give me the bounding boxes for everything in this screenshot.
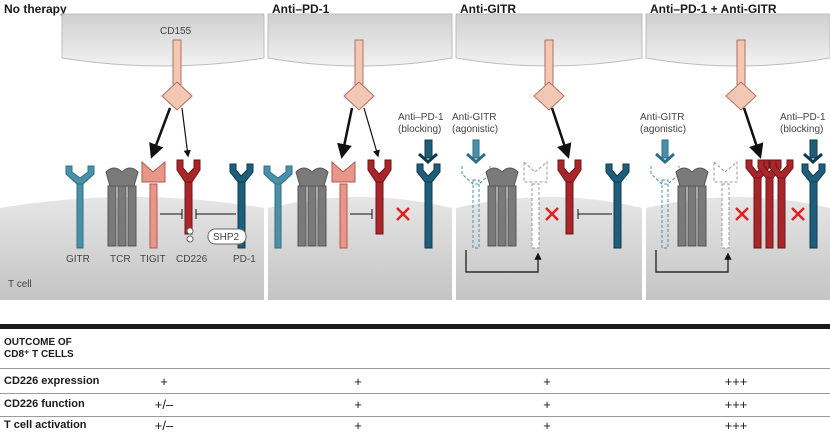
- tcell-membrane-panel-2: [268, 197, 452, 300]
- cell-no-therapy: +/–: [154, 418, 174, 433]
- anti-gitr-sublabel-panel-4: (agonistic): [640, 124, 686, 135]
- panel-title-combination: Anti–PD-1 + Anti-GITR: [650, 2, 777, 16]
- mechanism-diagram: CD155 SHP2 GITR TCR TIGIT CD226: [0, 13, 830, 300]
- inhibition-blocked-icon-panel-4a: [735, 207, 749, 221]
- tcr-complex-panel-2: [295, 167, 329, 247]
- anti-gitr-antibody-panel-3: [466, 139, 486, 165]
- inhibition-blocked-icon-panel-4b: [791, 207, 805, 221]
- tigit-receptor-panel-3: [523, 160, 548, 249]
- gitr-receptor-panel-1: [65, 165, 95, 249]
- cell-combination: +++: [724, 374, 748, 389]
- gitr-signal-arrow-panel-3: [465, 250, 542, 273]
- cd155-ligand-panel-3: [533, 39, 565, 111]
- row-label-cd226-expression: CD226 expression: [4, 375, 100, 387]
- shp2-phosphatase: SHP2: [186, 227, 247, 245]
- gitr-signal-arrow-panel-4: [655, 250, 732, 273]
- pd1-label: PD-1: [233, 254, 256, 265]
- tcell-membrane-panel-1: [0, 197, 264, 300]
- pd1-receptor-panel-1: [229, 163, 254, 249]
- anti-gitr-antibody-panel-4: [655, 139, 675, 165]
- table-divider: [0, 416, 830, 417]
- outcome-header: OUTCOME OF CD8⁺ T CELLS: [4, 337, 74, 361]
- cd226-receptor-panel-1: [176, 159, 201, 235]
- cell-anti-gitr: +: [543, 418, 551, 433]
- anti-pd1-antibody-panel-4: [803, 139, 823, 165]
- pd1-receptor-panel-2: [416, 163, 441, 249]
- tcell-label: T cell: [8, 279, 32, 290]
- table-divider: [0, 393, 830, 394]
- row-label-cd226-function: CD226 function: [4, 398, 85, 410]
- cell-anti-pd1: +: [354, 374, 362, 389]
- tigit-label: TIGIT: [140, 254, 166, 265]
- cell-anti-gitr: +: [543, 374, 551, 389]
- cell-anti-pd1: +: [354, 418, 362, 433]
- tcr-complex-panel-1: [105, 167, 139, 247]
- anti-pd1-antibody-panel-2: [418, 139, 438, 165]
- cell-no-therapy: +/–: [154, 397, 174, 412]
- tigit-receptor-panel-4: [713, 160, 738, 249]
- cell-no-therapy: +: [160, 374, 168, 389]
- svg-text:SHP2: SHP2: [213, 232, 240, 243]
- cd226-label: CD226: [176, 254, 208, 265]
- tigit-receptor-panel-1: [141, 160, 166, 249]
- tcell-membrane-panel-4: [646, 197, 830, 300]
- table-row: CD226 function +/– + + +++: [0, 395, 830, 415]
- panel-title-no-therapy: No therapy: [4, 2, 67, 16]
- cd155-label: CD155: [160, 26, 192, 37]
- inhibition-blocked-icon-panel-3: [545, 207, 559, 221]
- cd155-ligand-panel-1: [161, 39, 193, 111]
- inhibition-blocked-icon-panel-2: [396, 207, 410, 221]
- anti-gitr-label-panel-4: Anti-GITR: [640, 112, 684, 123]
- table-divider: [0, 368, 830, 369]
- cell-anti-gitr: +: [543, 397, 551, 412]
- tcr-label: TCR: [110, 254, 131, 265]
- tcr-complex-panel-4: [675, 167, 709, 247]
- cd226-receptor-panel-3: [557, 159, 582, 235]
- anti-gitr-sublabel-panel-3: (agonistic): [452, 124, 498, 135]
- cell-combination: +++: [724, 418, 748, 433]
- cell-anti-pd1: +: [354, 397, 362, 412]
- anti-pd1-sublabel-panel-4: (blocking): [780, 124, 823, 135]
- cd226-receptor-panel-2: [367, 159, 392, 235]
- outcome-header-line1: OUTCOME OF: [4, 337, 72, 348]
- apc-cell-panel-1: [61, 13, 265, 67]
- pd1-receptor-panel-3: [605, 163, 630, 249]
- outcome-header-line2: CD8⁺ T CELLS: [4, 349, 74, 360]
- cd155-to-cd226-arrow: [181, 107, 191, 158]
- row-label-tcell-activation: T cell activation: [4, 419, 87, 431]
- cd155-ligand-panel-4: [725, 39, 757, 111]
- anti-pd1-label-panel-4: Anti–PD-1: [780, 112, 826, 123]
- table-row: CD226 expression + + + +++: [0, 372, 830, 392]
- panel-title-anti-gitr: Anti-GITR: [460, 2, 516, 16]
- cd226-receptor-cluster-panel-4: [745, 159, 794, 249]
- pd1-receptor-panel-4: [801, 163, 826, 249]
- cell-combination: +++: [724, 397, 748, 412]
- anti-gitr-label-panel-3: Anti-GITR: [452, 112, 496, 123]
- panel-title-anti-pd1: Anti–PD-1: [272, 2, 330, 16]
- cd155-to-tigit-arrow: [149, 107, 172, 159]
- tigit-receptor-panel-2: [331, 160, 356, 249]
- gitr-label: GITR: [66, 254, 90, 265]
- anti-pd1-sublabel-panel-2: (blocking): [398, 124, 441, 135]
- table-row: T cell activation +/– + + +++: [0, 416, 830, 436]
- table-top-rule: [0, 324, 830, 329]
- gitr-receptor-panel-2: [263, 165, 293, 249]
- tcr-complex-panel-3: [485, 167, 519, 247]
- anti-pd1-label-panel-2: Anti–PD-1: [398, 112, 444, 123]
- cd155-ligand-panel-2: [343, 39, 375, 111]
